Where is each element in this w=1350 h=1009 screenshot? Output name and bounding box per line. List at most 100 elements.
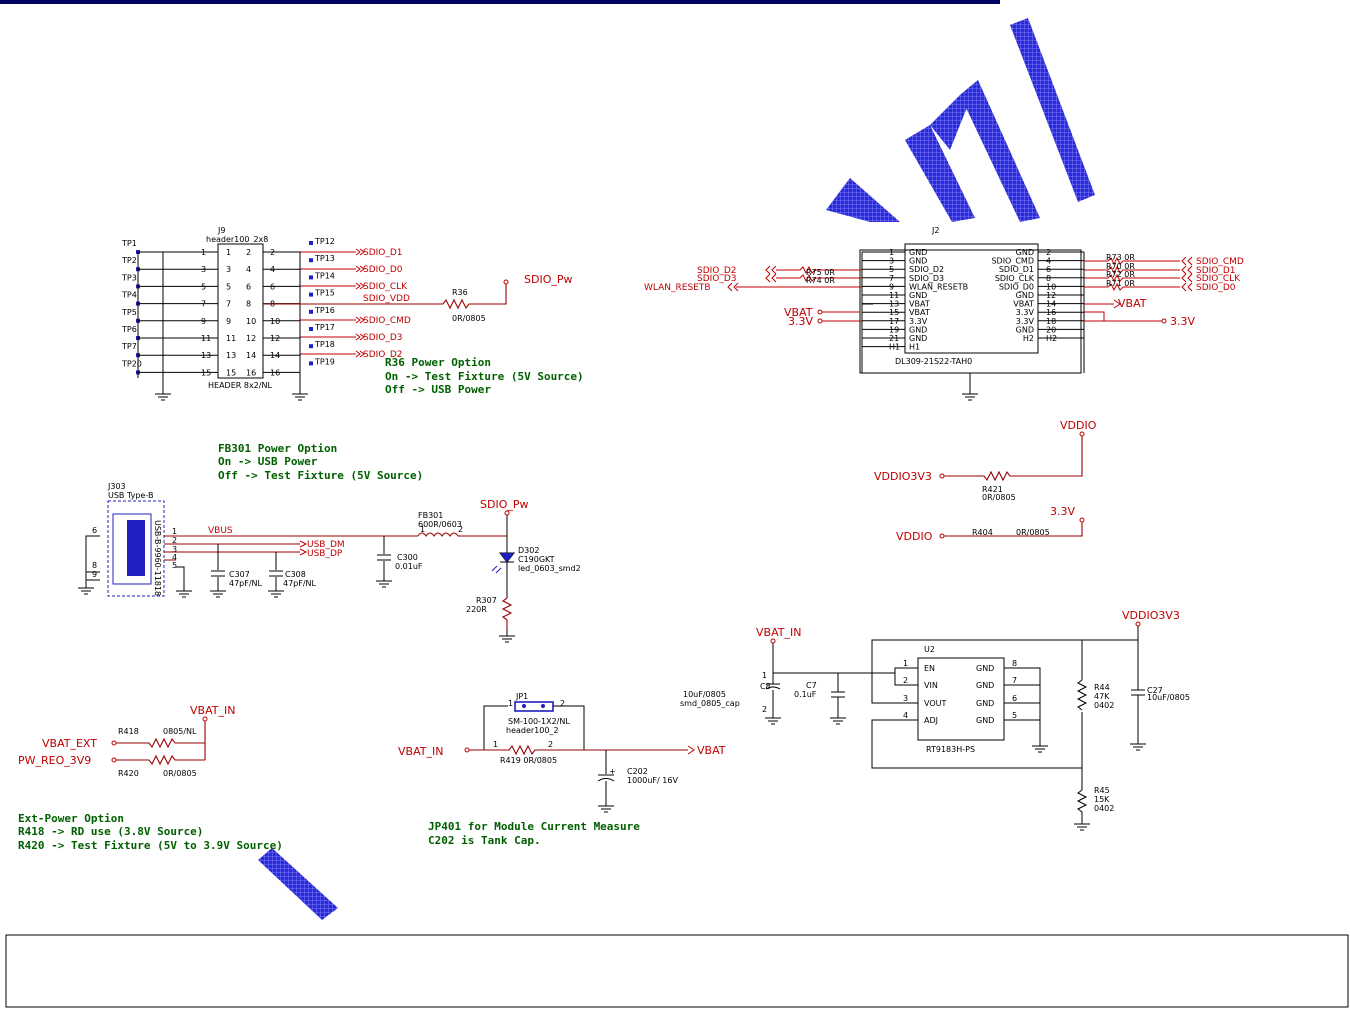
r36-resistor: R36 0R/0805 SDIO_Pw [263, 273, 573, 323]
svg-text:9: 9 [92, 570, 97, 579]
svg-text:Off -> USB Power: Off -> USB Power [385, 383, 491, 396]
j9-left-pin-inner: 11 [226, 334, 236, 343]
j9-right-tp: TP15 [314, 289, 335, 298]
svg-text:+: + [609, 767, 616, 776]
j9-left-tp: TP4 [121, 291, 137, 300]
j2-left-name: GND [909, 291, 927, 300]
j2-left-pin: 5 [889, 265, 894, 274]
svg-text:10uF/0805: 10uF/0805 [1147, 693, 1190, 702]
svg-text:R420: R420 [118, 769, 139, 778]
j9-left-tp: TP3 [121, 273, 137, 282]
net-vbat-in-jp: VBAT_IN [398, 745, 443, 758]
svg-text:FB301 Power Option: FB301 Power Option [218, 442, 337, 455]
j9-left-pin: 5 [201, 282, 206, 291]
svg-text:R418 -> RD use (3.8V Source): R418 -> RD use (3.8V Source) [18, 825, 203, 838]
j9-left-tp: TP1 [121, 239, 137, 248]
svg-text:1: 1 [508, 699, 513, 708]
usb-value: USB Type-B [108, 491, 153, 500]
j9-right-tp: TP12 [314, 237, 335, 246]
watermark [258, 18, 1095, 920]
j2-right-name: GND [1016, 248, 1034, 257]
note-fb301: FB301 Power Option On -> USB Power Off -… [218, 442, 423, 482]
j2-right-pin: 14 [1046, 300, 1056, 309]
j2-left-name: VBAT [909, 308, 930, 317]
j9-left-pin: 13 [201, 351, 211, 360]
j2-left-pin: 15 [889, 308, 899, 317]
svg-text:1: 1 [493, 740, 498, 749]
j9-right-pin-inner: 14 [246, 351, 256, 360]
u2-left-name: VOUT [924, 699, 946, 708]
net-j9: SDIO_D3 [363, 333, 403, 343]
net-j2-right: SDIO_CMD [1196, 257, 1244, 267]
res-label: R75 0R [806, 268, 835, 277]
u2-left-name: EN [924, 664, 935, 673]
j9-left-pin-inner: 13 [226, 351, 236, 360]
net-3v3-vddio: 3.3V [1050, 505, 1075, 518]
u2-left-name: VIN [924, 681, 938, 690]
svg-text:FB301: FB301 [418, 511, 443, 520]
j2-right-name: SDIO_CLK [995, 274, 1035, 283]
j9-right-pin-inner: 6 [246, 282, 251, 291]
res-label: R72 0R [1106, 270, 1135, 279]
j2-left-pin: 19 [889, 325, 899, 334]
j2-left-pin: 17 [889, 317, 899, 326]
net-vbat-out: VBAT [697, 744, 726, 757]
svg-text:4: 4 [172, 553, 177, 562]
svg-text:600R/0603: 600R/0603 [418, 520, 462, 529]
j9-left-tp: TP5 [121, 308, 137, 317]
svg-text:C190GKT: C190GKT [518, 555, 555, 564]
j9-right-tp: TP17 [314, 323, 335, 332]
j9-left-pin: 9 [201, 317, 206, 326]
svg-text:47pF/NL: 47pF/NL [283, 579, 317, 588]
j9-left-tp: TP2 [121, 256, 137, 265]
j9-right-pin-inner: 16 [246, 368, 256, 377]
j9-left-pin-inner: 9 [226, 317, 231, 326]
j2-right-pin: H2 [1046, 334, 1057, 343]
r36-value: 0R/0805 [452, 314, 486, 323]
j2-right-pin: 6 [1046, 265, 1051, 274]
j2-right-pin: 10 [1046, 282, 1056, 291]
res-label: R70 0R [1106, 262, 1135, 271]
net-usb-dp: USB_DP [307, 549, 343, 559]
j2-left-pin: 13 [889, 300, 899, 309]
u2-left-pin: 1 [903, 659, 908, 668]
r404-value: 0R/0805 [1016, 528, 1050, 537]
u2-right-pin: 7 [1012, 676, 1017, 685]
net-vddio-left: VDDIO [896, 530, 933, 543]
svg-text:1000uF/ 16V: 1000uF/ 16V [627, 776, 678, 785]
net-usb-dm: USB_DM [307, 540, 345, 550]
u2-right-name: GND [976, 664, 994, 673]
svg-text:D302: D302 [518, 546, 539, 555]
jp1-jumper: JP1 1 2 SM-100-1X2/NL header100_2 VBAT_I… [398, 692, 726, 813]
svg-text:2: 2 [548, 740, 553, 749]
j9-right-pin: 12 [270, 334, 280, 343]
usb-conn-text: USB-B-9960-11818 [153, 520, 162, 596]
net-vbus: VBUS [208, 526, 233, 536]
net-sdio-vdd: SDIO_VDD [363, 294, 410, 304]
j2-right-pin: 4 [1046, 257, 1051, 266]
note-ext-power: Ext-Power Option R418 -> RD use (3.8V So… [18, 812, 283, 852]
j9-left-pin-inner: 1 [226, 248, 231, 257]
net-j2-right: SDIO_CLK [1196, 274, 1241, 284]
net-33-right: 3.3V [1170, 315, 1195, 328]
j9-right-pin-inner: 2 [246, 248, 251, 257]
j9-left-pin-inner: 5 [226, 282, 231, 291]
svg-text:C27: C27 [1147, 686, 1163, 695]
svg-text:15K: 15K [1094, 795, 1110, 804]
j9-right-pin-inner: 10 [246, 317, 256, 326]
j9-right-pin: 16 [270, 368, 280, 377]
j2-right-name: SDIO_D1 [999, 265, 1034, 274]
j9-left-pin-inner: 15 [226, 368, 236, 377]
svg-text:47pF/NL: 47pF/NL [229, 579, 263, 588]
j2-left-name: GND [909, 248, 927, 257]
j2-right-name: SDIO_CMD [991, 257, 1034, 266]
regulator-u2: VBAT_IN C8 1 2 10uF/0805 smd_0805_cap C7… [680, 609, 1190, 831]
j9-right-tp: TP13 [314, 254, 335, 263]
j9-right-pin: 4 [270, 265, 275, 274]
j2-left-pin: 9 [889, 282, 894, 291]
j2-left-name: SDIO_D3 [909, 274, 944, 283]
j2-left-pin: 1 [889, 248, 894, 257]
net-vddio3v3-left: VDDIO3V3 [874, 470, 932, 483]
j2-right-name: 3.3V [1016, 308, 1035, 317]
